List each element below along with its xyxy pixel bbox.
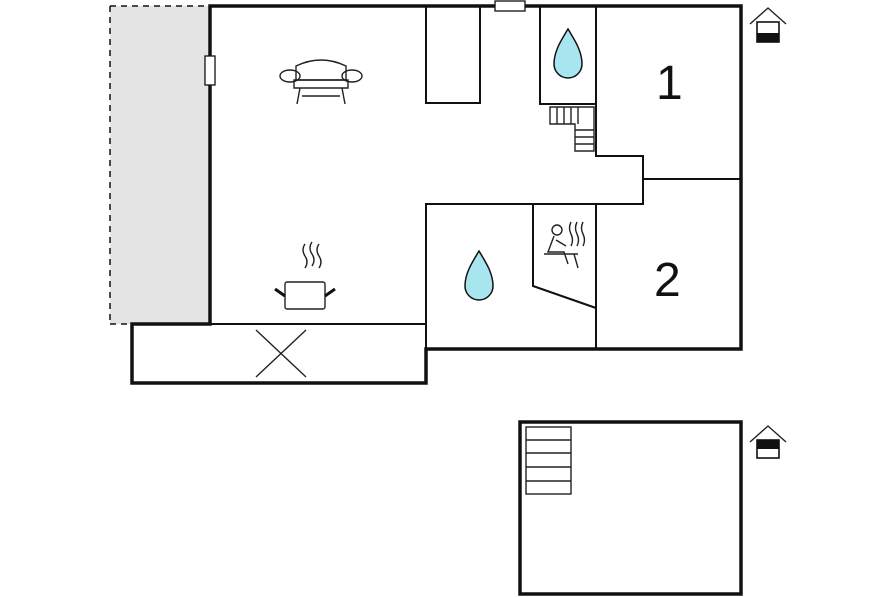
window-top bbox=[494, 0, 526, 12]
sofa-icon bbox=[279, 59, 363, 105]
water-drop-icon bbox=[553, 27, 583, 79]
room-number-1: 1 bbox=[656, 57, 683, 110]
house-level-ground-icon bbox=[749, 7, 787, 43]
upper-floor-walls bbox=[518, 420, 743, 596]
main-floor-walls bbox=[130, 4, 743, 385]
stairs-icon bbox=[549, 106, 595, 152]
window-left bbox=[204, 55, 216, 86]
house-level-upper-icon bbox=[749, 425, 787, 459]
room-number-2: 2 bbox=[654, 254, 681, 307]
windows bbox=[204, 0, 526, 86]
sauna-icon bbox=[544, 221, 586, 269]
cooking-pot-icon bbox=[274, 241, 336, 310]
terrace bbox=[109, 5, 210, 325]
utility-x-mark bbox=[255, 329, 307, 378]
stairs-icon bbox=[525, 426, 572, 495]
water-drop-icon bbox=[464, 249, 494, 301]
interior-walls bbox=[210, 6, 741, 349]
